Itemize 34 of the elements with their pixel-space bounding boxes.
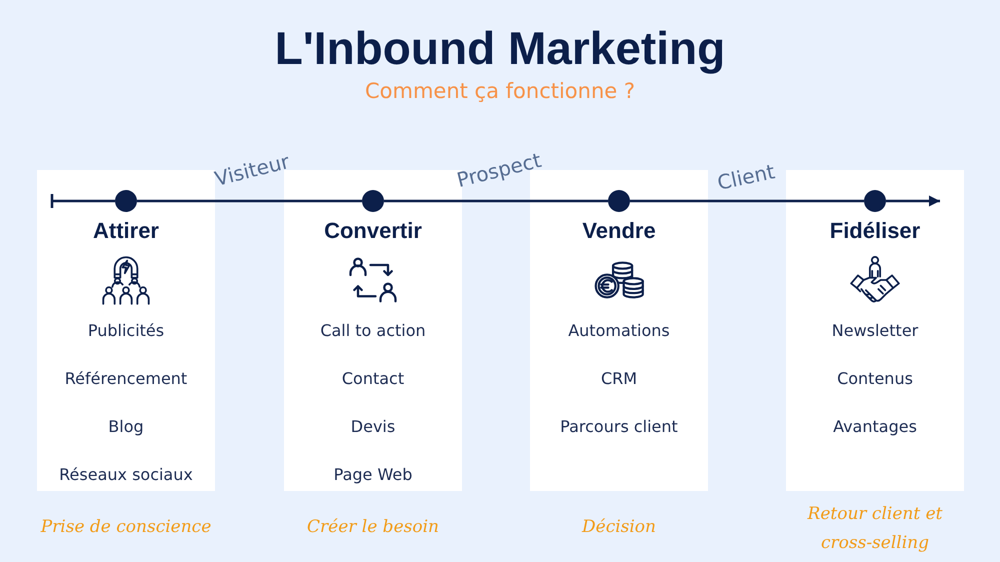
stage-heading: Attirer xyxy=(92,217,159,245)
stage-caption: Prise de conscience xyxy=(40,516,212,539)
timeline-line xyxy=(384,200,608,202)
stage-item: Avantages xyxy=(833,416,917,438)
stage-heading: Fidéliser xyxy=(830,217,920,245)
subtitle: Comment ça fonctionne ? xyxy=(364,78,636,105)
stage-item: Contenus xyxy=(837,368,913,390)
stage-card xyxy=(37,170,215,491)
timeline-line xyxy=(630,200,864,202)
edge-label: Visiteur xyxy=(212,149,292,191)
stage-item: Automations xyxy=(568,320,670,342)
stage-heading: Convertir xyxy=(324,217,422,245)
stage-item: Référencement xyxy=(64,368,188,390)
stage-caption: Retour client et cross-selling xyxy=(806,503,944,555)
stage-item: Page Web xyxy=(334,464,412,486)
stage-caption: Décision xyxy=(582,516,656,539)
stage-item: Publicités xyxy=(88,320,164,342)
stage-caption: Créer le besoin xyxy=(307,516,439,539)
edge-label: Prospect xyxy=(454,148,544,192)
stage-item: Réseaux sociaux xyxy=(59,464,193,486)
timeline-line xyxy=(50,192,115,210)
stage-item: CRM xyxy=(600,368,638,390)
title: L'Inbound Marketing xyxy=(274,22,726,74)
stage-item: Contact xyxy=(342,368,404,390)
timeline-line xyxy=(137,200,362,202)
stage-item: Parcours client xyxy=(560,416,678,438)
stage-item: Call to action xyxy=(320,320,426,342)
stage-item: Newsletter xyxy=(832,320,918,342)
stage-card xyxy=(786,170,964,491)
timeline-arrow xyxy=(886,196,940,206)
stage-item: Blog xyxy=(108,416,144,438)
stage-heading: Vendre xyxy=(582,217,656,245)
edge-label: Client xyxy=(715,159,777,195)
stage-item: Devis xyxy=(350,416,396,438)
